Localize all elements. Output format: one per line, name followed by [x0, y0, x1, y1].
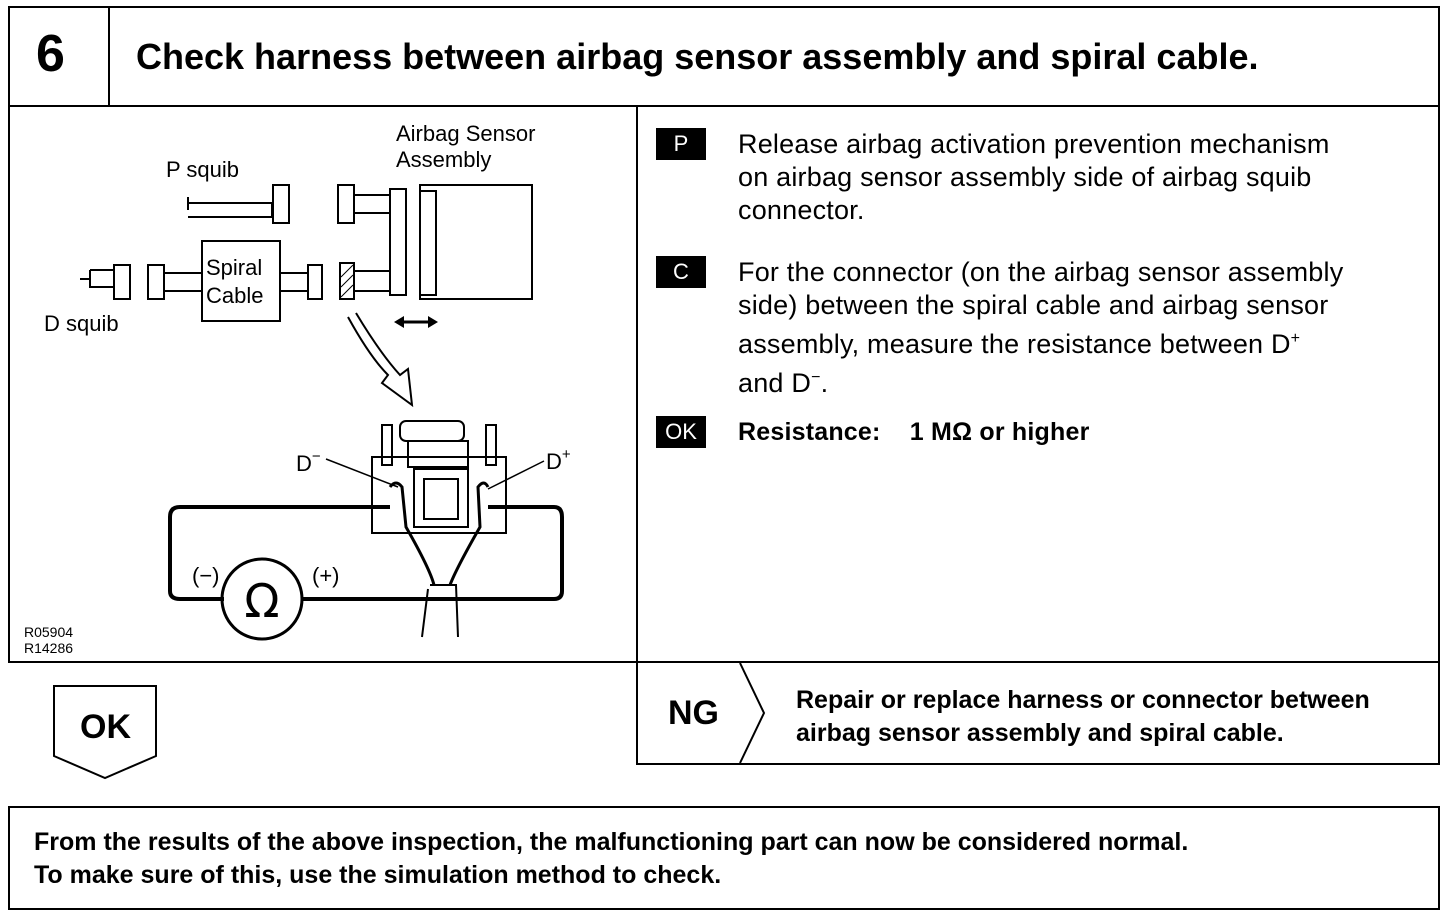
content-divider: [636, 105, 638, 765]
step-number-divider: [108, 6, 110, 107]
ng-result-label: NG: [668, 694, 719, 732]
label-p-squib: P squib: [166, 157, 239, 182]
resistance-value: 1 MΩ or higher: [909, 418, 1090, 446]
sensor-p-connector: [337, 184, 355, 224]
closeup-connector-housing: [371, 456, 507, 534]
step-number: 6: [36, 25, 65, 83]
tag-prepare: P: [656, 128, 706, 160]
label-d-minus: D−: [296, 448, 321, 476]
probe-negative: [388, 481, 436, 586]
ohm-symbol: Ω: [244, 574, 279, 628]
figure-code-1: R05904: [24, 624, 73, 640]
step-title: Check harness between airbag sensor asse…: [136, 36, 1259, 77]
p-squib-connector: [272, 184, 290, 224]
label-sensor-line1: Airbag Sensor: [396, 121, 535, 146]
label-d-plus: D+: [546, 446, 571, 474]
figure-code-2: R14286: [24, 640, 73, 656]
resistance-label: Resistance:: [738, 418, 881, 446]
hatched-connector: [339, 262, 355, 300]
label-negative: (−): [192, 563, 220, 588]
wiring-diagram: Airbag Sensor Assembly P squib D squib S…: [24, 121, 571, 656]
ng-chevron: [739, 663, 766, 763]
d-squib-plug: [89, 269, 115, 288]
step-check-text: For the connector (on the airbag sensor …: [738, 257, 1344, 398]
label-sensor-line2: Assembly: [396, 147, 491, 172]
spiral-cable-box: [201, 240, 281, 322]
sensor-connector-block: [389, 188, 407, 296]
label-spiral-line2: Cable: [206, 283, 263, 308]
ok-result-label: OK: [80, 708, 131, 746]
label-spiral-line1: Spiral: [206, 255, 262, 280]
conclusion-box: [8, 806, 1440, 910]
ng-result-box: [636, 661, 1440, 765]
conclusion-text: From the results of the above inspection…: [34, 828, 1189, 889]
resistance-criterion: Resistance: 1 MΩ or higher: [738, 416, 1090, 449]
p-squib-plug: [188, 202, 273, 218]
tag-check: C: [656, 256, 706, 288]
meter-wire: [168, 505, 390, 601]
label-d-squib: D squib: [44, 311, 119, 336]
label-positive: (+): [312, 563, 340, 588]
step-prepare-text: Release airbag activation prevention mec…: [738, 129, 1330, 225]
ohmmeter: [220, 557, 304, 641]
tag-ok-criterion: OK: [656, 416, 706, 448]
probe-positive: [448, 481, 490, 586]
ng-action-text: Repair or replace harness or connector b…: [796, 686, 1370, 747]
ok-result-marker: [53, 685, 157, 780]
zoom-arrow: [347, 312, 414, 408]
